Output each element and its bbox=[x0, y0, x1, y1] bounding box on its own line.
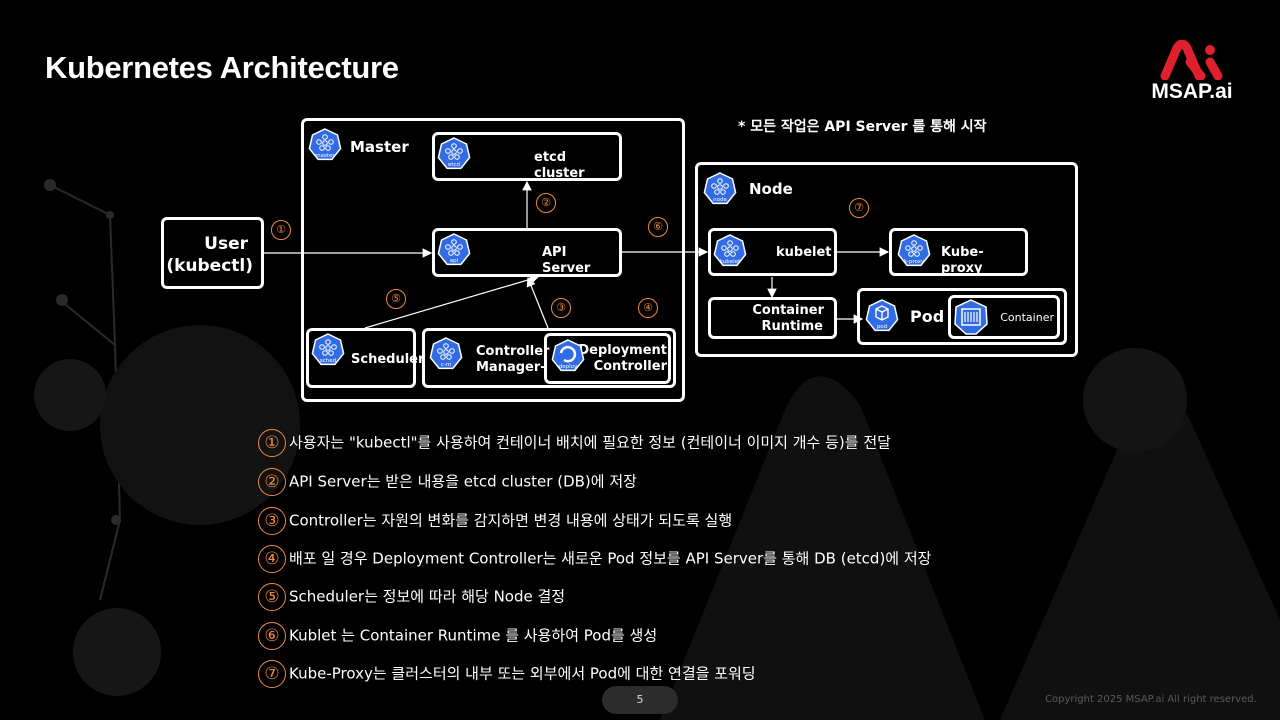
description-2-number: ② bbox=[258, 467, 286, 496]
user-label-1: User bbox=[204, 234, 248, 254]
etcd-icon-label: etcd bbox=[448, 162, 460, 168]
container-runtime-label-2: Runtime bbox=[761, 319, 823, 334]
description-1-number: ① bbox=[258, 428, 286, 457]
node-icon: node bbox=[702, 171, 738, 211]
pod-box: Pod bbox=[857, 288, 1067, 345]
description-1-text: 사용자는 "kubectl"를 사용하여 컨테이너 배치에 필요한 정보 (컨테… bbox=[289, 433, 891, 452]
page-number: 5 bbox=[602, 686, 678, 714]
kubelet-icon: kubelet bbox=[712, 233, 748, 273]
description-5-number: ⑤ bbox=[258, 582, 286, 611]
description-7-text: Kube-Proxy는 클러스터의 내부 또는 외부에서 Pod에 대한 연결을… bbox=[289, 664, 756, 683]
container-runtime-box: Container Runtime bbox=[708, 297, 837, 339]
node-icon-label: node bbox=[713, 197, 727, 203]
api-icon-label: api bbox=[450, 258, 459, 264]
copyright-text: Copyright 2025 MSAP.ai All right reserve… bbox=[1045, 694, 1257, 705]
api-icon: api bbox=[436, 232, 472, 272]
etcd-label: etcd cluster bbox=[534, 150, 585, 181]
container-label: Container bbox=[1000, 311, 1054, 324]
node-label: Node bbox=[749, 180, 793, 198]
master-icon: master bbox=[307, 127, 343, 167]
cm-icon-label: c-m bbox=[441, 362, 451, 368]
kubelet-icon-label: kubelet bbox=[720, 259, 741, 265]
api-server-box: API Server bbox=[432, 228, 622, 277]
etcd-box: etcd cluster bbox=[432, 132, 622, 181]
page-title: Kubernetes Architecture bbox=[45, 50, 399, 85]
arrow-scheduler-to-api bbox=[364, 274, 540, 329]
step-1-marker: ① bbox=[271, 220, 291, 240]
description-3-number: ③ bbox=[258, 506, 286, 535]
node-box bbox=[695, 162, 1078, 357]
step-7-marker: ⑦ bbox=[849, 198, 869, 218]
master-box bbox=[301, 118, 685, 402]
sched-icon-label: sched bbox=[320, 358, 336, 364]
controller-manager-label-1: Controller bbox=[476, 344, 550, 359]
description-6-number: ⑥ bbox=[258, 621, 286, 650]
container-runtime-label-1: Container bbox=[752, 303, 824, 318]
pod-icon-label: pod bbox=[877, 324, 887, 330]
description-2-text: API Server는 받은 내용을 etcd cluster (DB)에 저장 bbox=[289, 472, 637, 491]
brand-logo-icon bbox=[1160, 39, 1223, 81]
kube-proxy-box: Kube-proxy bbox=[889, 228, 1028, 276]
scheduler-label: Scheduler bbox=[351, 352, 425, 367]
cm-icon: c-m bbox=[428, 336, 464, 376]
pod-icon: pod bbox=[864, 298, 900, 338]
step-5-marker: ⑤ bbox=[386, 289, 406, 309]
deploy-icon-label: deploy bbox=[559, 364, 578, 370]
description-4-text: 배포 일 경우 Deployment Controller는 새로운 Pod 정… bbox=[289, 549, 932, 568]
deployment-controller-label-2: Controller bbox=[593, 359, 667, 374]
user-label-2: (kubectl) bbox=[166, 256, 253, 276]
arrow-controller-to-api bbox=[526, 276, 549, 329]
pod-label: Pod bbox=[910, 307, 945, 326]
deploy-icon: deploy bbox=[550, 338, 586, 378]
container-box: Container bbox=[948, 295, 1060, 339]
step-2-marker: ② bbox=[536, 193, 556, 213]
description-3-text: Controller는 자원의 변화를 감지하면 변경 내용에 상태가 되도록 … bbox=[289, 511, 733, 530]
deployment-controller-label-1: Deployment bbox=[578, 343, 667, 358]
description-4-number: ④ bbox=[258, 544, 286, 573]
brand-logo: MSAP.ai bbox=[1132, 39, 1252, 106]
master-label: Master bbox=[350, 138, 409, 156]
api-server-note: * 모든 작업은 API Server 를 통해 시작 bbox=[738, 119, 987, 135]
container-icon bbox=[954, 299, 988, 335]
master-icon-label: master bbox=[315, 153, 335, 159]
deployment-controller-box: Deployment Controller bbox=[544, 333, 671, 384]
kproxy-icon: k-proxy bbox=[896, 233, 932, 273]
kubelet-label: kubelet bbox=[776, 245, 832, 260]
sched-icon: sched bbox=[310, 332, 346, 372]
description-5-text: Scheduler는 정보에 따라 해당 Node 결정 bbox=[289, 587, 566, 606]
description-6-text: Kublet 는 Container Runtime 를 사용하여 Pod를 생… bbox=[289, 626, 658, 645]
controller-manager-box: Controller Manager- bbox=[422, 328, 676, 388]
brand-name: MSAP.ai bbox=[1151, 80, 1233, 103]
user-box: User (kubectl) bbox=[161, 217, 264, 289]
step-3-marker: ③ bbox=[551, 298, 571, 318]
kproxy-icon-label: k-proxy bbox=[904, 259, 925, 265]
scheduler-box: Scheduler bbox=[306, 328, 424, 388]
step-6-marker: ⑥ bbox=[648, 217, 668, 237]
description-7-number: ⑦ bbox=[258, 659, 286, 688]
etcd-icon: etcd bbox=[436, 136, 472, 176]
kube-proxy-label: Kube-proxy bbox=[941, 245, 984, 276]
kubelet-box: kubelet bbox=[708, 228, 837, 276]
api-server-label: API Server bbox=[542, 245, 591, 276]
step-4-marker: ④ bbox=[638, 298, 658, 318]
controller-manager-label-2: Manager- bbox=[476, 360, 546, 375]
